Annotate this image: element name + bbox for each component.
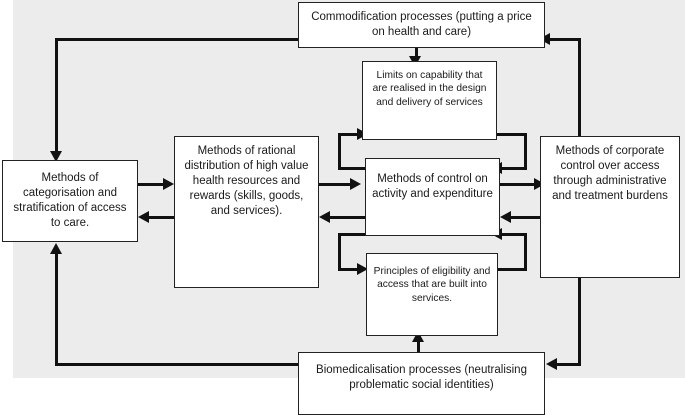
- edge-biomedicalisation-to-categorisation-bottom: [55, 363, 299, 367]
- node-control[interactable]: Methods of control on activity and expen…: [365, 158, 500, 236]
- edge-control-to-corporate-line: [500, 183, 540, 187]
- edge-categorisation-to-rational-arrowhead: [163, 178, 174, 190]
- node-principles-label: Principles of eligibility and access tha…: [373, 266, 491, 304]
- node-corporate-control[interactable]: Methods of corporate control over access…: [540, 136, 680, 278]
- edge-biomedicalisation-to-categorisation-spine: [55, 253, 59, 366]
- edge-control-to-limits-upper: [338, 133, 362, 137]
- edge-control-to-principles-lower: [338, 268, 362, 272]
- edge-corporate-to-commodification-spine: [578, 38, 582, 138]
- edge-limits-to-control-lower: [501, 167, 527, 171]
- edge-control-to-rational-arrowhead: [319, 211, 330, 223]
- node-limits[interactable]: Limits on capability that are realised i…: [362, 61, 497, 140]
- edge-commodification-to-limits-stem: [415, 47, 419, 61]
- node-biomedicalisation-label: Biomedicalisation processes (neutralisin…: [316, 364, 527, 391]
- edge-corporate-to-control-arrowhead: [500, 211, 511, 223]
- edge-biomedicalisation-to-principles-stem: [417, 336, 421, 355]
- node-rational-distribution[interactable]: Methods of rational distribution of high…: [174, 136, 319, 288]
- node-rational-distribution-label: Methods of rational distribution of high…: [184, 145, 309, 217]
- node-principles[interactable]: Principles of eligibility and access tha…: [366, 253, 498, 336]
- edge-corporate-to-control-line: [510, 216, 550, 220]
- node-limits-label: Limits on capability that are realised i…: [372, 70, 487, 108]
- edge-commodification-to-categorisation-spine: [55, 38, 59, 158]
- node-categorisation[interactable]: Methods of categorisation and stratifica…: [2, 160, 138, 242]
- edge-biomedicalisation-to-categorisation-arrowhead: [50, 243, 62, 254]
- edge-control-to-rational-line: [329, 216, 365, 220]
- node-biomedicalisation[interactable]: Biomedicalisation processes (neutralisin…: [298, 352, 545, 415]
- node-categorisation-label: Methods of categorisation and stratifica…: [13, 172, 127, 229]
- node-corporate-control-label: Methods of corporate control over access…: [552, 145, 668, 202]
- edge-corporate-to-commodification-top: [549, 38, 581, 42]
- edge-principles-to-control-lower: [497, 268, 527, 272]
- edge-control-to-corporate-arrowhead: [534, 178, 545, 190]
- node-commodification-label: Commodification processes (putting a pri…: [311, 11, 532, 38]
- edge-commodification-to-categorisation-top: [55, 38, 299, 42]
- edge-categorisation-to-rational-line: [138, 183, 169, 187]
- edge-control-to-limits-spine: [338, 133, 342, 170]
- edge-control-to-principles-spine: [338, 233, 342, 271]
- edge-principles-to-control-upper: [501, 233, 527, 237]
- edge-biomedicalisation-to-principles-arrowhead: [412, 331, 424, 342]
- edge-corporate-to-biomedicalisation-spine: [578, 277, 582, 366]
- edge-control-to-principles-upper: [338, 233, 366, 237]
- edge-control-to-limits-lower: [338, 167, 366, 171]
- edge-rational-to-control-arrowhead: [350, 178, 361, 190]
- node-control-label: Methods of control on activity and expen…: [372, 173, 493, 200]
- edge-rational-to-categorisation-line: [148, 216, 178, 220]
- edge-corporate-to-biomedicalisation-bottom: [556, 363, 581, 367]
- edge-corporate-to-biomedicalisation-arrowhead: [546, 358, 557, 370]
- edge-rational-to-control-line: [319, 183, 355, 187]
- edge-principles-to-control-spine: [524, 233, 528, 271]
- edge-control-to-principles-arrowhead: [357, 263, 368, 275]
- edge-commodification-to-categorisation-arrowhead: [50, 151, 62, 162]
- edge-limits-to-control-upper: [497, 133, 527, 137]
- edge-rational-to-categorisation-arrowhead: [138, 211, 149, 223]
- edge-limits-to-control-spine: [524, 133, 528, 170]
- node-commodification[interactable]: Commodification processes (putting a pri…: [298, 2, 545, 48]
